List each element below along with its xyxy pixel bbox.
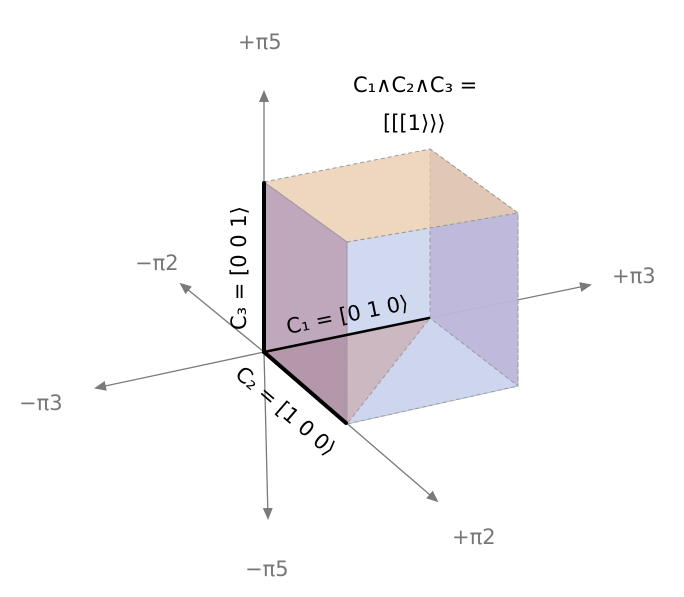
wedge-product-line1: C₁∧C₂∧C₃ = — [353, 73, 477, 97]
axis-neg-pi5 — [262, 351, 273, 520]
label-neg-pi3: −π3 — [19, 391, 63, 415]
axis-neg-pi3 — [94, 351, 265, 391]
basis-vectors — [262, 181, 431, 425]
cube-top-face — [262, 148, 520, 243]
label-neg-pi5: −π5 — [245, 557, 289, 581]
vector-c2 — [262, 350, 348, 425]
label-neg-pi2: −π2 — [135, 251, 179, 275]
edge-label-c3: C₃ = [0 0 1⟩ — [227, 206, 251, 330]
label-pos-pi3: +π3 — [612, 264, 656, 288]
wedge-product-line2: [[[1⟩⟩⟩ — [383, 111, 446, 135]
axis-neg-pi2 — [179, 282, 265, 353]
label-pos-pi5: +π5 — [238, 30, 282, 54]
vector-c1 — [262, 316, 431, 354]
label-pos-pi2: +π2 — [452, 525, 496, 549]
